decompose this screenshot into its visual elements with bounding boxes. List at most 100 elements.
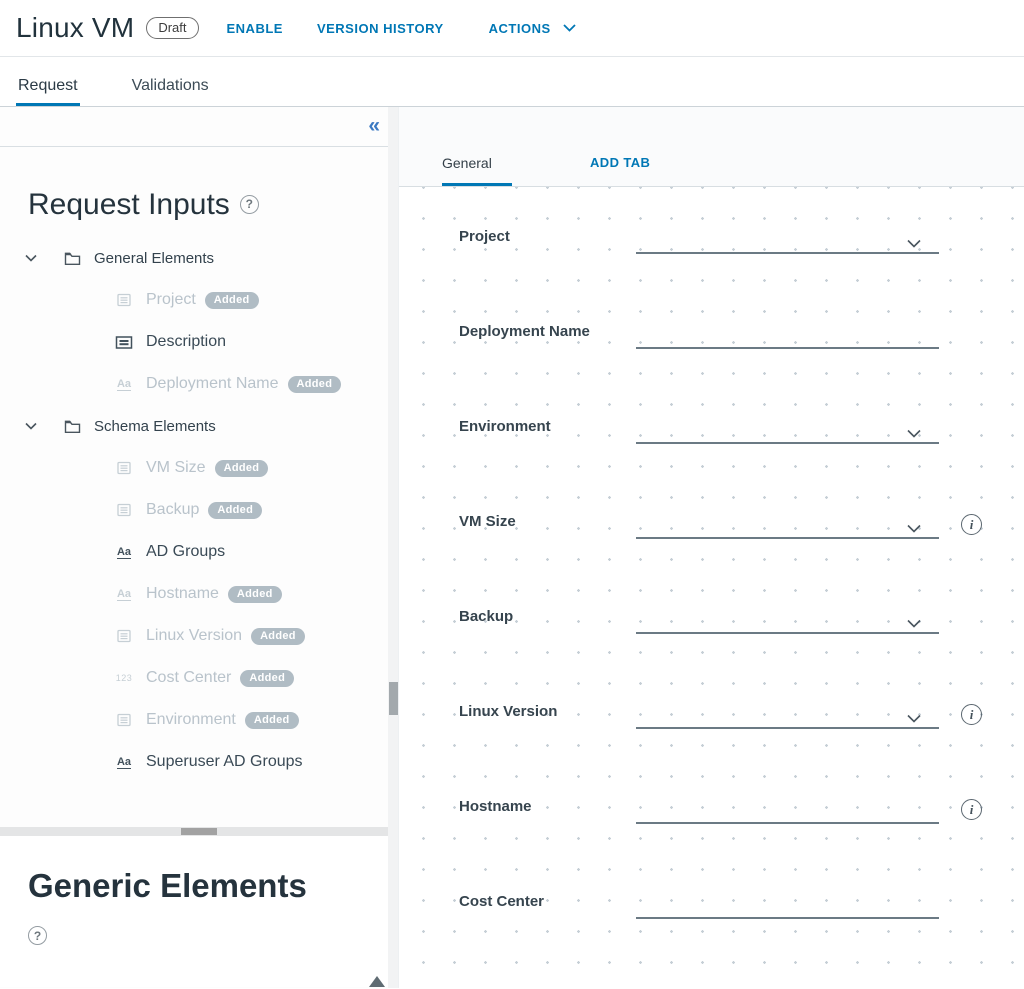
tree-item-label: Project — [146, 291, 196, 308]
tab-validations[interactable]: Validations — [131, 77, 209, 94]
tree-item-label: Deployment Name — [146, 375, 279, 392]
form-field-row: Environment — [399, 418, 1024, 513]
panel-splitter[interactable] — [0, 827, 398, 836]
field-select-input[interactable] — [636, 513, 939, 539]
page-title: Linux VM — [16, 12, 135, 43]
tree-group-label: General Elements — [94, 249, 215, 267]
add-tab-button[interactable]: ADD TAB — [590, 155, 651, 170]
page-tab-bar: Request Validations — [0, 57, 1024, 107]
added-badge: Added — [251, 627, 305, 645]
tree-item[interactable]: Aa AD Groups — [0, 531, 398, 573]
text-field-icon: Aa — [116, 545, 132, 559]
enable-button[interactable]: ENABLE — [226, 20, 283, 36]
tree-item-label: Environment — [146, 711, 236, 728]
text-field-icon: Aa — [116, 587, 132, 601]
generic-elements-title: Generic Elements — [28, 867, 307, 904]
chevron-down-icon — [907, 524, 921, 533]
tree-item[interactable]: Project Added — [0, 279, 398, 321]
sidebar-scrollbar-track[interactable] — [388, 107, 398, 988]
tree-item[interactable]: Aa Superuser AD Groups — [0, 741, 398, 783]
form-field-row: Hostname i — [399, 798, 1024, 893]
chevron-down-icon — [907, 239, 921, 248]
tab-request[interactable]: Request — [16, 77, 80, 106]
status-badge: Draft — [146, 17, 199, 39]
help-icon[interactable]: ? — [28, 926, 47, 945]
info-icon[interactable]: i — [961, 799, 982, 820]
form-field-row: Backup — [399, 608, 1024, 703]
field-label: Environment — [459, 418, 551, 435]
tree-group[interactable]: Schema Elements — [0, 405, 398, 447]
tree-item[interactable]: VM Size Added — [0, 447, 398, 489]
field-select-input[interactable] — [636, 703, 939, 729]
tree-group[interactable]: General Elements — [0, 237, 398, 279]
dropdown-icon — [115, 502, 133, 518]
text-field-icon: Aa — [116, 377, 132, 391]
field-label: Deployment Name — [459, 323, 590, 340]
form-field-row: Project — [399, 228, 1024, 323]
chevron-down-icon[interactable] — [25, 254, 37, 262]
added-badge: Added — [204, 291, 259, 309]
textarea-icon — [115, 335, 133, 350]
added-badge: Added — [244, 711, 299, 729]
chevron-down-icon — [907, 429, 921, 438]
sidebar-scrollbar-thumb[interactable] — [389, 682, 398, 715]
info-icon[interactable]: i — [961, 704, 982, 725]
field-label: Cost Center — [459, 893, 545, 910]
chevron-down-icon — [563, 23, 576, 32]
tree-item-label: Linux Version — [146, 627, 243, 644]
canvas-tab-bar: General ADD TAB — [399, 107, 1024, 187]
field-select-input[interactable] — [636, 228, 939, 254]
page-header: Linux VM Draft ENABLE VERSION HISTORY AC… — [0, 0, 1024, 57]
added-badge: Added — [208, 501, 263, 519]
collapse-sidebar-icon[interactable]: « — [368, 114, 380, 137]
tree-item-label: Cost Center — [146, 669, 232, 686]
tree-item[interactable]: Description — [0, 321, 398, 363]
added-badge: Added — [287, 375, 342, 393]
dropdown-icon — [115, 628, 133, 644]
tab-general[interactable]: General — [442, 155, 512, 186]
tree-item[interactable]: Linux Version Added — [0, 615, 398, 657]
chevron-down-icon — [907, 619, 921, 628]
field-label: Project — [459, 228, 510, 245]
added-badge: Added — [214, 459, 269, 477]
version-history-button[interactable]: VERSION HISTORY — [316, 20, 444, 36]
field-select-input[interactable] — [636, 418, 939, 444]
tree-item-label: Superuser AD Groups — [146, 753, 303, 770]
help-icon[interactable]: ? — [239, 194, 259, 214]
splitter-handle-icon[interactable] — [181, 828, 217, 835]
field-text-input[interactable] — [636, 798, 939, 824]
dropdown-icon — [115, 712, 133, 728]
field-select-input[interactable] — [636, 608, 939, 634]
tree-item-label: Hostname — [146, 585, 219, 602]
tree-group-label: Schema Elements — [94, 417, 216, 435]
tree-item[interactable]: Aa Deployment Name Added — [0, 363, 398, 405]
text-field-icon: Aa — [116, 755, 132, 769]
scroll-up-arrow-icon[interactable] — [369, 976, 385, 987]
field-label: Backup — [459, 608, 514, 625]
tree-item[interactable]: Environment Added — [0, 699, 398, 741]
actions-menu-label: ACTIONS — [488, 20, 551, 36]
field-text-input[interactable] — [636, 893, 939, 919]
request-inputs-heading: Request Inputs? — [0, 147, 398, 227]
actions-menu-button[interactable]: ACTIONS — [489, 21, 576, 36]
generic-elements-panel: Generic Elements ? — [0, 836, 398, 987]
tree-item-label: VM Size — [146, 459, 206, 476]
tree-item-label: AD Groups — [146, 543, 226, 560]
field-label: Hostname — [459, 798, 532, 815]
request-inputs-title: Request Inputs — [28, 188, 230, 221]
field-text-input[interactable] — [636, 323, 939, 349]
number-field-icon: 123 — [115, 673, 133, 683]
info-icon[interactable]: i — [961, 514, 982, 535]
chevron-down-icon[interactable] — [25, 422, 37, 430]
dropdown-icon — [115, 460, 133, 476]
